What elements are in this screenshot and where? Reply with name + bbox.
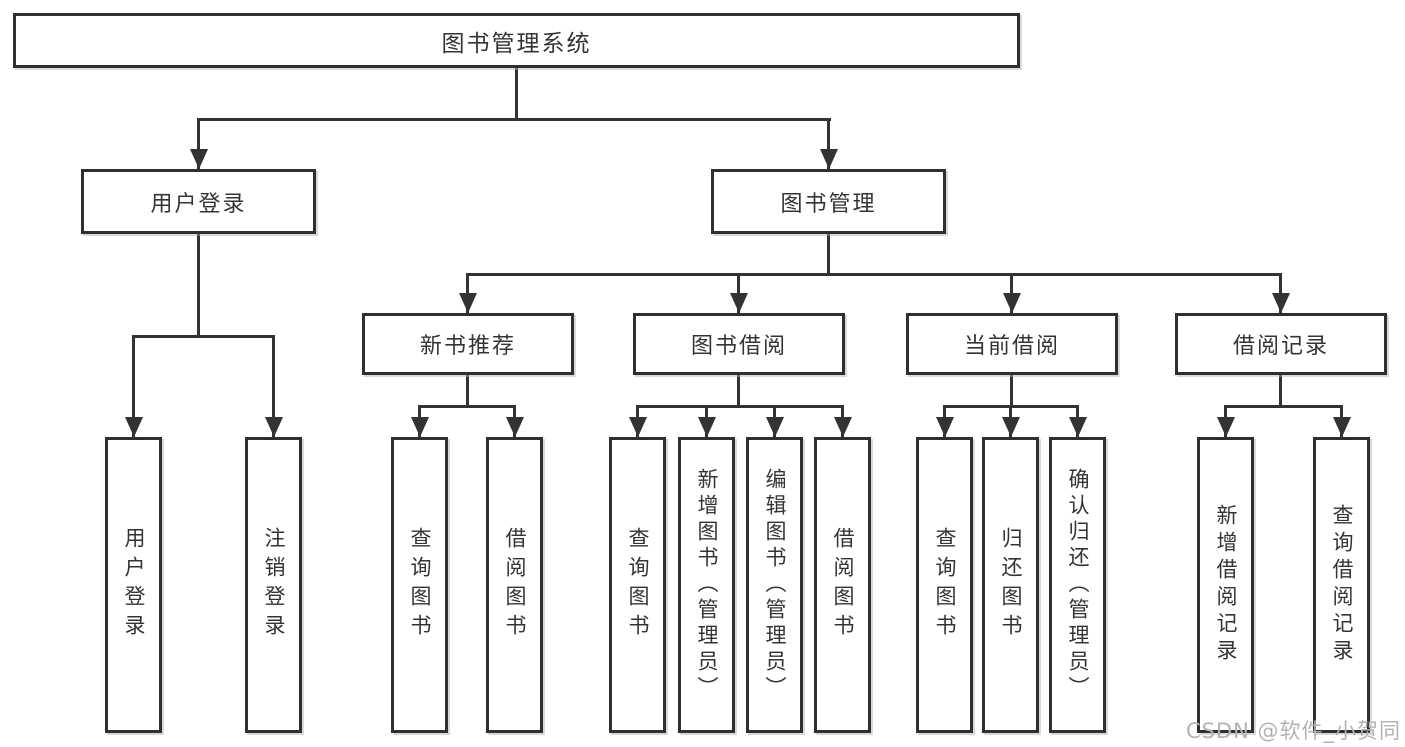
connector-arrow-query-books-borrow [636,405,639,437]
connector-arrow-leaf-user-login [132,335,135,437]
connector-arrow-book-management [827,118,830,169]
node-book-borrow: 图书借阅 [633,313,845,375]
connector-book-borrow-rail [636,405,844,408]
connector-arrow-add-book [705,405,708,437]
connector-arrow-borrow-records [1279,273,1282,313]
node-borrow-records: 借阅记录 [1175,313,1387,375]
connector-current-borrow-stem [1010,375,1013,407]
leaf-borrow-book: 借阅图书 [814,437,871,733]
connector-arrow-query-borrow-record [1340,405,1343,437]
connector-arrow-edit-book [773,405,776,437]
node-root: 图书管理系统 [13,13,1020,68]
connector-arrow-new-book-recommend [466,273,469,313]
connector-arrow-query-books-current [943,405,946,437]
connector-new-book-stem [466,375,469,407]
leaf-confirm-return-admin: 确认归还（管理员） [1049,437,1106,733]
connector-arrow-return-book [1009,405,1012,437]
connector-arrow-query-books-recommend [418,405,421,437]
leaf-query-borrow-record: 查询借阅记录 [1313,437,1370,733]
node-user-login: 用户登录 [81,169,316,234]
connector-book-management-stem [827,234,830,275]
node-current-borrow: 当前借阅 [906,313,1118,375]
connector-arrow-book-borrow [737,273,740,313]
leaf-add-book-admin: 新增图书（管理员） [678,437,735,733]
connector-user-login-rail [132,335,275,338]
csdn-watermark: CSDN @软件_小贺同学 [1186,719,1402,743]
connector-new-book-rail [418,405,516,408]
leaf-add-borrow-record: 新增借阅记录 [1197,437,1254,733]
connector-arrow-user-login [197,118,200,169]
connector-borrow-records-rail [1224,405,1343,408]
leaf-query-books-borrow: 查询图书 [609,437,666,733]
connector-arrow-add-borrow-record [1224,405,1227,437]
connector-root-stem [515,68,518,120]
leaf-borrow-book-recommend: 借阅图书 [486,437,543,733]
connector-root-rail [197,118,831,121]
connector-borrow-records-stem [1279,375,1282,407]
node-book-management: 图书管理 [711,169,946,234]
node-new-book-recommend: 新书推荐 [362,313,574,375]
connector-book-management-rail [466,273,1282,276]
leaf-logout: 注销登录 [245,437,302,733]
connector-user-login-stem [197,234,200,337]
connector-arrow-borrow-book-recommend [513,405,516,437]
connector-book-borrow-stem [737,375,740,407]
connector-arrow-current-borrow [1010,273,1013,313]
leaf-return-book: 归还图书 [982,437,1039,733]
connector-arrow-leaf-logout [272,335,275,437]
connector-arrow-confirm-return [1076,405,1079,437]
leaf-user-login-action: 用户登录 [105,437,162,733]
leaf-edit-book-admin: 编辑图书（管理员） [746,437,803,733]
leaf-query-books-current: 查询图书 [916,437,973,733]
connector-arrow-borrow-book [841,405,844,437]
leaf-query-books-recommend: 查询图书 [391,437,448,733]
